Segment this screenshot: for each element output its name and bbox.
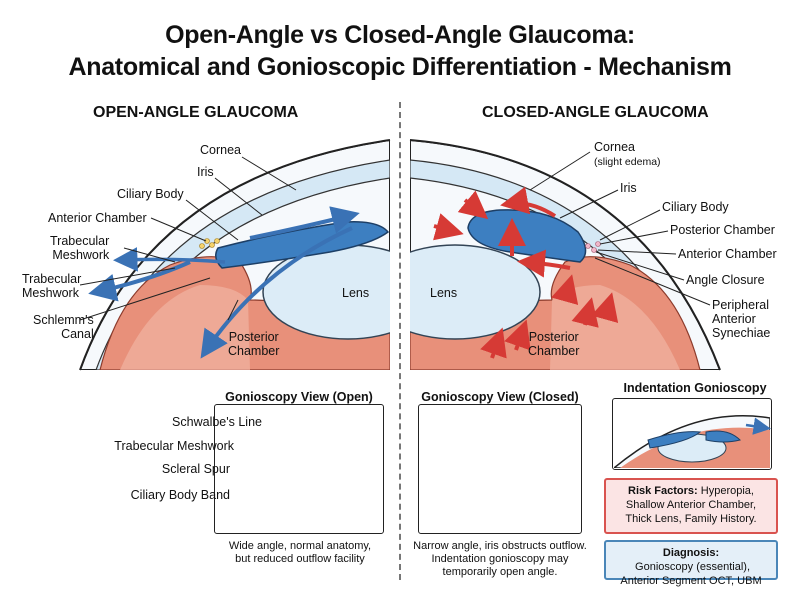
- panel-divider: [399, 102, 401, 580]
- label-cornea-edema-note: (slight edema): [594, 156, 661, 168]
- risk-factors-box: Risk Factors: Hyperopia, Shallow Anterio…: [604, 478, 778, 534]
- main-title-line1: Open-Angle vs Closed-Angle Glaucoma:: [165, 21, 635, 49]
- label-ciliary-body-band: Ciliary Body Band: [130, 488, 230, 502]
- label-lens-open: Lens: [342, 286, 370, 300]
- label-trabecular-meshwork-gonio: Trabecular Meshwork: [114, 439, 234, 453]
- label-ciliary-body-open: Ciliary Body: [117, 187, 184, 201]
- label-anterior-chamber-closed: Anterior Chamber: [678, 247, 777, 261]
- risk-factors-text: Hyperopia, Shallow Anterior Chamber, Thi…: [625, 485, 757, 525]
- closed-pressure-arrows: [433, 186, 619, 359]
- label-trabecular-meshwork-open-1: Trabecular Meshwork: [50, 234, 110, 262]
- open-outflow-arrows: [88, 206, 360, 359]
- closed-synechiae: [585, 241, 601, 253]
- diagnosis-box: Diagnosis: Gonioscopy (essential), Anter…: [604, 540, 778, 587]
- gonioscopy-open-title: Gonioscopy View (Open): [225, 390, 373, 404]
- open-sclera-outline: [79, 139, 391, 371]
- gonioscopy-closed-caption: Narrow angle, iris obstructs outflow. In…: [413, 540, 587, 578]
- label-iris-closed: Iris: [620, 181, 637, 195]
- risk-factors-label: Risk Factors:: [628, 485, 698, 497]
- open-angle-heading: OPEN-ANGLE GLAUCOMA: [93, 104, 299, 121]
- closed-leader-lines: [529, 151, 711, 306]
- diagnosis-label: Diagnosis:: [662, 547, 720, 559]
- indentation-box: [612, 398, 772, 470]
- open-leader-lines: [79, 156, 297, 321]
- gonioscopy-closed-title: Gonioscopy View (Closed): [421, 390, 579, 404]
- label-posterior-chamber-closed: Posterior Chamber: [528, 330, 580, 358]
- gonioscopy-open-caption: Wide angle, normal anatomy, but reduced …: [228, 540, 372, 565]
- indentation-illustration: [614, 415, 771, 468]
- label-angle-closure: Angle Closure: [686, 273, 765, 287]
- label-schlemms-canal: Schlemm's Canal: [33, 313, 94, 341]
- gonioscopy-open-box: [214, 404, 384, 534]
- label-posterior-chamber-right: Posterior Chamber: [670, 223, 775, 237]
- closed-angle-heading: CLOSED-ANGLE GLAUCOMA: [482, 104, 709, 121]
- closed-lens: [410, 244, 541, 340]
- label-schwalbes-line: Schwalbe's Line: [172, 415, 262, 429]
- label-anterior-chamber-open: Anterior Chamber: [48, 211, 147, 225]
- label-scleral-spur: Scleral Spur: [161, 462, 230, 476]
- gonioscopy-closed-box: [418, 404, 582, 534]
- closed-sclera-outline: [409, 139, 721, 371]
- main-title-line2: Anatomical and Gonioscopic Differentiati…: [68, 53, 732, 81]
- label-posterior-chamber-open: Posterior Chamber: [228, 330, 280, 358]
- label-cornea-closed: Cornea: [594, 140, 635, 154]
- indentation-title: Indentation Gonioscopy: [623, 381, 767, 395]
- label-ciliary-body-closed: Ciliary Body: [662, 200, 729, 214]
- label-trabecular-meshwork-open-2: Trabecular Meshwork: [22, 272, 82, 300]
- label-cornea-open: Cornea: [200, 143, 241, 157]
- label-peripheral-anterior-synechiae: Peripheral Anterior Synechiae: [712, 298, 771, 340]
- closed-iris: [467, 209, 587, 263]
- label-iris-open: Iris: [197, 165, 214, 179]
- label-lens-closed: Lens: [430, 286, 458, 300]
- diagnosis-text: Gonioscopy (essential), Anterior Segment…: [620, 561, 762, 587]
- open-trabecular-meshwork: [199, 238, 220, 249]
